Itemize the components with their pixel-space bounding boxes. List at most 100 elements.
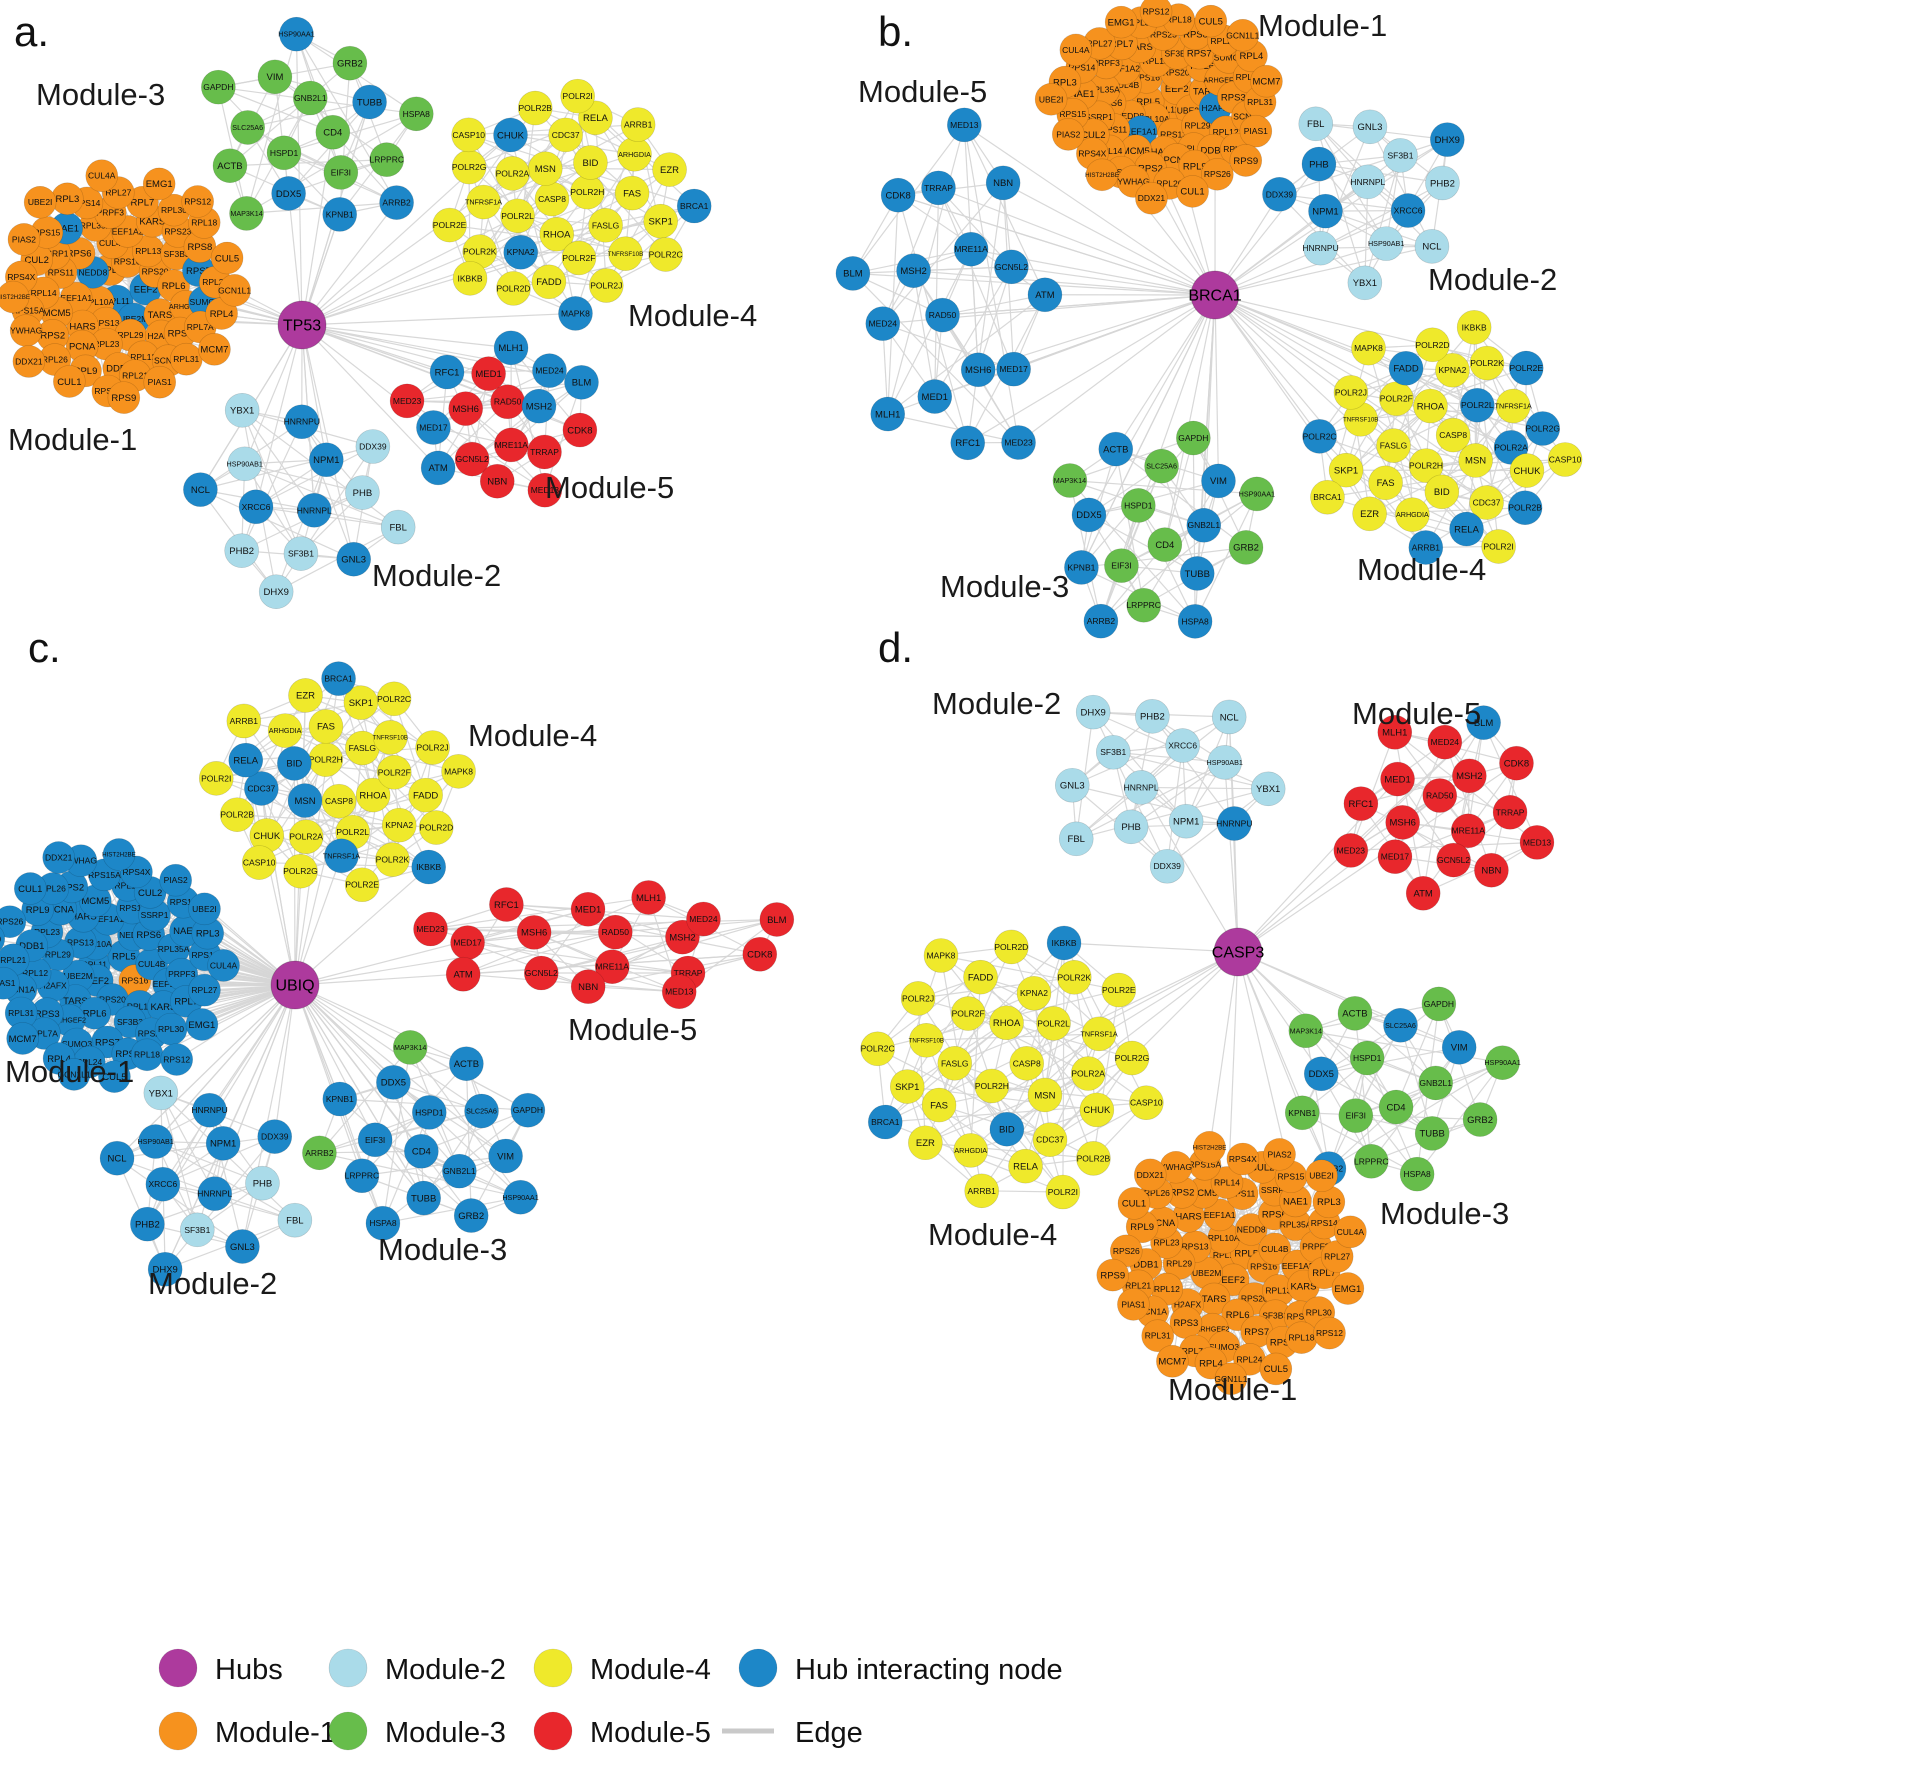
network-node: ARRB2	[1083, 603, 1119, 639]
node-circle-hub_interacting	[1046, 925, 1082, 961]
network-node: YWHAG	[9, 314, 43, 347]
node-circle-hub_interacting	[1216, 806, 1252, 841]
network-node: MSH2	[896, 253, 931, 289]
network-node: NPM1	[1308, 193, 1343, 229]
network-node: MED1	[917, 379, 953, 414]
node-circle-hub_interacting	[145, 1166, 181, 1202]
network-node: MLH1	[870, 396, 906, 432]
edge	[887, 413, 1019, 444]
node-circle-module1	[142, 167, 176, 201]
node-circle-hub_interacting	[357, 1122, 393, 1158]
network-node: SKP1	[889, 1069, 925, 1104]
edge	[1350, 732, 1396, 851]
network-node: CDC37	[1032, 1122, 1068, 1158]
node-circle-module2	[355, 429, 391, 464]
network-node: PIAS2	[7, 223, 41, 256]
network-node: RAD50	[925, 297, 960, 333]
node-circle-module5	[471, 356, 506, 391]
network-node: MAP3K14	[1052, 463, 1088, 498]
node-circle-module4	[219, 797, 255, 833]
network-node: MSH6	[516, 915, 552, 950]
network-node: POLR2E	[1101, 972, 1137, 1008]
network-node: HSPD1	[266, 135, 302, 171]
node-circle-hub_interacting	[102, 838, 136, 871]
network-node: RHOA	[1413, 388, 1448, 424]
network-node: CDK8	[1499, 745, 1534, 781]
network-node: RAD50	[1422, 778, 1458, 813]
node-circle-hub_interacting	[960, 352, 996, 388]
edge	[200, 445, 374, 491]
node-circle-hub_interacting	[284, 404, 320, 440]
network-node: FBL	[1298, 106, 1334, 142]
edge	[241, 410, 302, 554]
node-circle-hub_interacting	[322, 1081, 358, 1117]
edge	[294, 984, 422, 1152]
network-node: MED24	[686, 901, 721, 937]
node-circle-module4	[288, 819, 324, 855]
network-node: CD4	[1147, 527, 1183, 562]
node-circle-module5	[1499, 745, 1534, 781]
network-node: RPL30	[154, 1012, 188, 1046]
network-node: HIST2H2BE	[1085, 158, 1119, 192]
node-circle-module3	[229, 196, 264, 231]
node-circle-module1	[1096, 1258, 1130, 1292]
legend-swatch-hub	[158, 1648, 198, 1688]
network-node: VIM	[488, 1138, 523, 1174]
edge	[305, 694, 433, 749]
node-circle-module2	[277, 1202, 313, 1238]
node-circle-module4	[452, 261, 488, 296]
node-circle-module4	[375, 842, 410, 877]
node-circle-module2	[143, 1075, 179, 1111]
network-node: ACTB	[1337, 996, 1373, 1031]
network-node: XRCC6	[1165, 728, 1200, 763]
network-node: POLR2B	[219, 797, 255, 833]
network-node: EMG1	[1331, 1272, 1365, 1305]
node-circle-hub_interacting	[1441, 1030, 1477, 1065]
node-circle-hub_interacting	[379, 185, 414, 220]
node-circle-module3	[1126, 587, 1162, 623]
network-node: RPS4X	[1226, 1142, 1260, 1176]
node-circle-module1	[1210, 1166, 1244, 1199]
legend-label: Module-2	[385, 1654, 506, 1686]
node-circle-module3	[212, 148, 248, 183]
node-circle-module5	[1427, 724, 1463, 760]
network-node: IKBKB	[1046, 925, 1082, 961]
edge	[1237, 951, 1303, 1114]
network-node: GAPDH	[1176, 420, 1211, 456]
network-node: BID	[277, 746, 312, 781]
network-node: GNL3	[1352, 109, 1388, 145]
node-circle-module4	[496, 271, 531, 306]
network-node: CUL4A	[1334, 1215, 1367, 1249]
node-circle-hub_interacting	[0, 927, 6, 951]
network-node: TNFRSF10B	[608, 236, 643, 271]
node-circle-module4	[588, 208, 623, 243]
panel-letter-a: a.	[14, 8, 49, 55]
edge	[1088, 514, 1198, 574]
edge	[942, 294, 1216, 316]
node-circle-module1	[1085, 158, 1119, 192]
node-circle-module4	[937, 1046, 973, 1081]
node-circle-module2	[224, 533, 259, 568]
node-circle-module4	[1036, 1006, 1071, 1041]
network-node: BLM	[564, 365, 599, 400]
node-circle-module3	[1414, 1116, 1450, 1151]
node-circle-module3	[1121, 488, 1156, 523]
node-circle-module2	[1165, 728, 1200, 763]
node-circle-module4	[860, 1031, 895, 1067]
node-circle-module1	[0, 280, 30, 314]
node-circle-module1	[1104, 5, 1138, 39]
node-circle-hub_interacting	[996, 351, 1031, 387]
network-node: PHB2	[130, 1206, 165, 1242]
network-node: ATM	[420, 450, 456, 486]
node-circle-module3	[1147, 527, 1183, 562]
network-node: MSN	[1458, 443, 1493, 478]
network-node: CUL5	[210, 241, 244, 275]
node-circle-module1	[1034, 82, 1068, 116]
node-circle-module2	[1303, 230, 1338, 266]
node-circle-module2	[1425, 165, 1460, 201]
edge	[301, 324, 448, 373]
edge	[1092, 711, 1187, 822]
edge	[882, 182, 1004, 325]
edge	[160, 1092, 198, 1230]
network-node: TRRAP	[1492, 794, 1528, 830]
